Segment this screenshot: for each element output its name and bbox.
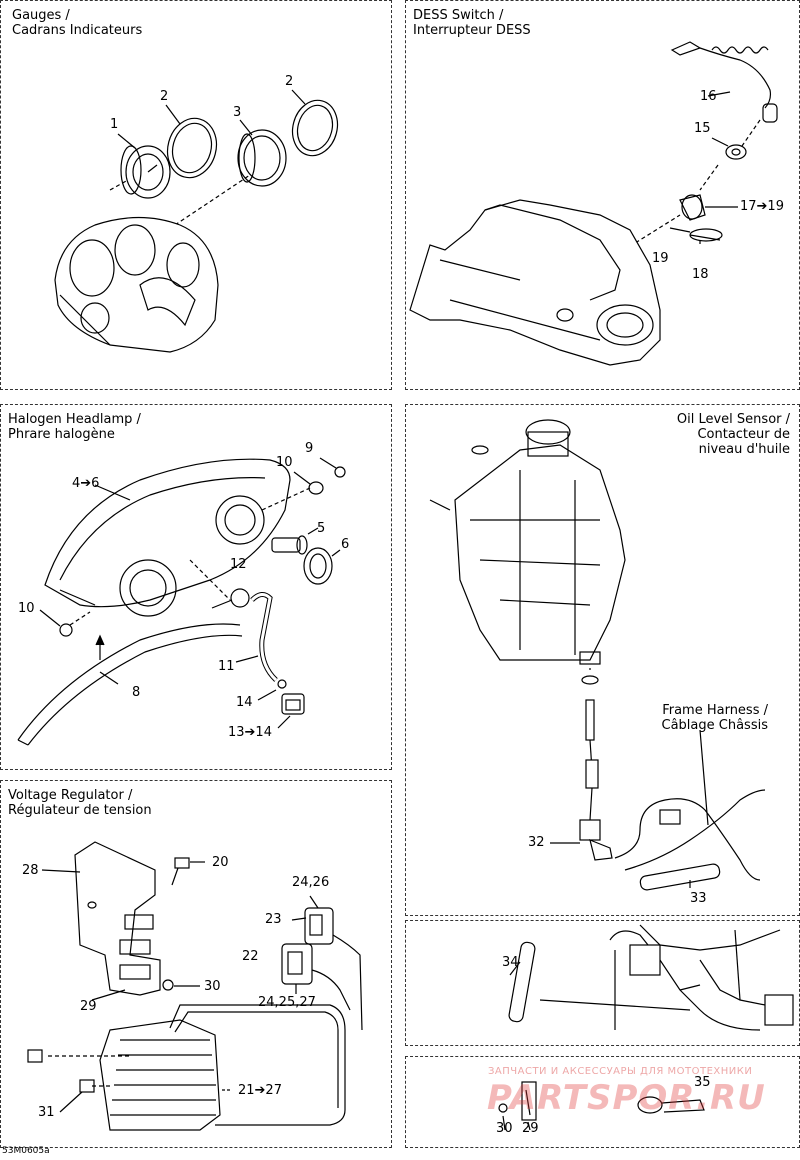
oil-tank [429, 419, 626, 665]
callout-32: 32 [528, 835, 545, 850]
callout-2a: 2 [160, 89, 169, 104]
callout-2b: 2 [285, 74, 294, 89]
dess-title-fr: Interrupteur DESS [413, 23, 531, 38]
callout-3: 3 [233, 105, 242, 120]
gauge-cluster-part-1 [120, 145, 171, 199]
bolt-part-31a [27, 1049, 43, 1063]
regulator-title-en: Voltage Regulator / [8, 788, 133, 803]
hose-part-11 [250, 592, 278, 682]
headlamp-housing [44, 458, 291, 617]
callout-14: 14 [236, 695, 253, 710]
watermark-brand: PARTSPOR.RU [487, 1078, 766, 1118]
callout-22: 22 [242, 949, 259, 964]
callout-23: 23 [265, 912, 282, 927]
callout-4-6: 4➔6 [72, 476, 100, 491]
gauges-title: Gauges / Cadrans Indicateurs [12, 8, 142, 38]
rivet-part-29b [521, 1081, 537, 1121]
callout-20: 20 [212, 855, 229, 870]
gauge-housing [54, 216, 219, 353]
callout-1: 1 [110, 117, 119, 132]
callout-30: 30 [204, 979, 221, 994]
frame-harness-title-fr: Câblage Châssis [661, 718, 768, 733]
dess-title: DESS Switch / Interrupteur DESS [413, 8, 531, 38]
callout-5: 5 [317, 521, 326, 536]
regulator-part-21 [99, 1019, 221, 1131]
dess-title-en: DESS Switch / [413, 8, 504, 23]
callout-12: 12 [230, 557, 247, 572]
heat-shrink-part-33 [639, 863, 721, 891]
callout-17-19: 17➔19 [740, 199, 784, 214]
headlamp-ring-part-6 [303, 547, 333, 585]
callout-11: 11 [218, 659, 235, 674]
dess-switch-part-17 [679, 194, 706, 221]
callout-10a: 10 [276, 455, 293, 470]
headlamp-title-fr: Phrare halogène [8, 427, 115, 442]
callout-30b: 30 [496, 1121, 513, 1136]
callout-29b: 29 [522, 1121, 539, 1136]
callout-9: 9 [305, 441, 314, 456]
regulator-title-fr: Régulateur de tension [8, 803, 152, 818]
callout-10b: 10 [18, 601, 35, 616]
headlamp-title-en: Halogen Headlamp / [8, 412, 141, 427]
callout-15: 15 [694, 121, 711, 136]
bolt-part-31b [79, 1079, 95, 1093]
bolt-part-20 [171, 857, 190, 886]
heat-shrink-part-34 [508, 941, 536, 1023]
connector-part-23 [304, 907, 363, 1031]
watermark-tagline: ЗАПЧАСТИ И АКСЕССУАРЫ ДЛЯ МОТОТЕХНИКИ [488, 1066, 753, 1077]
frame-harness-title: Frame Harness / Câblage Châssis [662, 703, 768, 733]
callout-18: 18 [692, 267, 709, 282]
callout-34: 34 [502, 955, 519, 970]
callout-21-27: 21➔27 [238, 1083, 282, 1098]
frame-harness-cable [614, 789, 766, 881]
gauges-title-fr: Cadrans Indicateurs [12, 23, 143, 38]
callout-13-14: 13➔14 [228, 725, 272, 740]
dess-clip-part-18 [689, 228, 723, 242]
callout-33: 33 [690, 891, 707, 906]
callout-28: 28 [22, 863, 39, 878]
callout-35: 35 [694, 1075, 711, 1090]
oil-level-sensor-stem [579, 668, 613, 861]
washer-part-14 [277, 679, 287, 689]
washer-part-30b [498, 1103, 508, 1113]
oil-title-fr-1: Contacteur de [697, 427, 790, 442]
callout-24-26: 24,26 [292, 875, 330, 890]
callout-31: 31 [38, 1105, 55, 1120]
nut-part-10b [59, 623, 73, 637]
nut-part-10a [308, 481, 324, 495]
oil-title: Oil Level Sensor / Contacteur de niveau … [677, 412, 790, 457]
connector-part-13 [281, 693, 305, 715]
callout-6: 6 [341, 537, 350, 552]
callout-29: 29 [80, 999, 97, 1014]
bracket-part-28 [74, 841, 161, 996]
connector-part-22 [281, 943, 351, 1011]
dess-nut-part-15 [725, 144, 747, 160]
frame-harness-detail [609, 924, 794, 1031]
nut-part-9 [334, 466, 346, 478]
callout-16: 16 [700, 89, 717, 104]
gauges-title-en: Gauges / [12, 8, 70, 23]
headlamp-bulb-part-5 [271, 535, 308, 555]
trim-part-8 [17, 623, 243, 746]
dess-console [409, 199, 661, 366]
washer-part-30 [162, 979, 174, 991]
oil-title-en: Oil Level Sensor / [676, 412, 790, 427]
callout-8: 8 [132, 685, 141, 700]
regulator-title: Voltage Regulator / Régulateur de tensio… [8, 788, 152, 818]
callout-19: 19 [652, 251, 669, 266]
grommet-part-12 [230, 588, 250, 608]
oil-title-fr-2: niveau d'huile [698, 442, 790, 457]
frame-harness-title-en: Frame Harness / [662, 703, 768, 718]
gauge-part-3 [237, 129, 287, 187]
headlamp-title: Halogen Headlamp / Phrare halogène [8, 412, 141, 442]
callout-24-25-27: 24,25,27 [258, 995, 316, 1010]
panel-bottom-right [405, 1056, 800, 1148]
panel-harness-detail [405, 920, 800, 1046]
gauge-ring-part-2b [291, 99, 339, 157]
drawing-code: 53M0605a [2, 1146, 50, 1156]
dess-lanyard-part-16 [670, 41, 778, 123]
clamp-part-35 [637, 1096, 705, 1114]
gauge-ring-part-2a [166, 117, 218, 179]
